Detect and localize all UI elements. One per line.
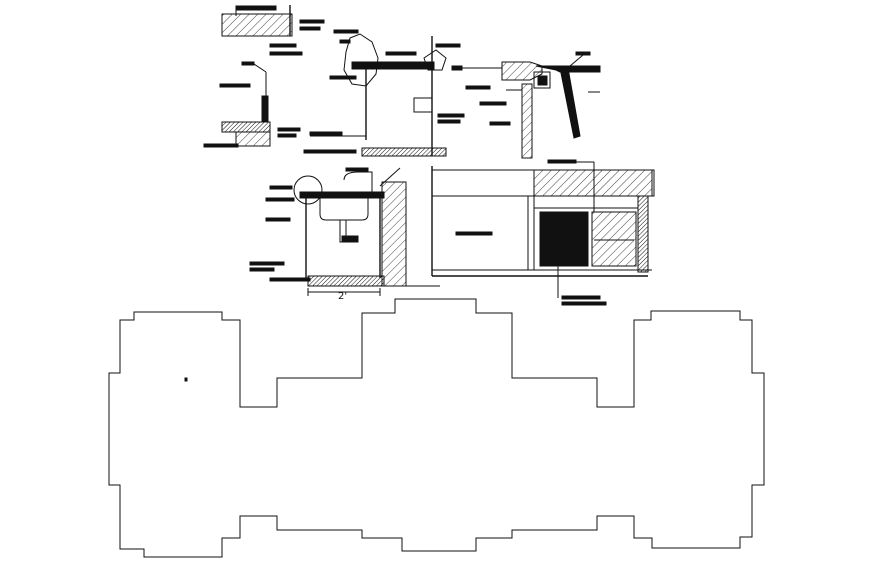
label-tag: [265, 217, 291, 222]
label-tag: [303, 149, 357, 154]
label-tag: [269, 43, 297, 48]
label-tag: [561, 301, 607, 306]
label-tag: [489, 121, 511, 126]
detail-cabinet-elevation: [431, 159, 655, 306]
label-tag: [547, 159, 577, 164]
building-outline-plan: [108, 298, 765, 558]
marker: [184, 377, 188, 382]
countertop-hatch: [533, 169, 653, 197]
label-tag: [329, 75, 357, 80]
plinth: [361, 147, 447, 157]
slab-section: [221, 13, 293, 37]
detail-sink-section: 2': [249, 167, 440, 302]
label-tag: [465, 85, 491, 90]
floor-base: [235, 131, 271, 147]
detail-counter-elevation: [303, 29, 465, 157]
label-tag: [345, 167, 369, 172]
label-tag: [339, 39, 351, 44]
edge-profile: [501, 61, 543, 81]
label-tag: [219, 83, 251, 88]
label-tag: [437, 119, 461, 124]
detail-counter-edge: [451, 51, 601, 159]
label-tag: [309, 131, 343, 136]
label-tag: [299, 26, 321, 31]
label-tag: [241, 61, 255, 66]
edge-insert: [537, 75, 548, 86]
label-tag: [299, 19, 325, 24]
label-tag: [249, 267, 275, 272]
label-tag: [575, 51, 591, 56]
wall-panel: [521, 83, 533, 159]
label-tag: [277, 127, 301, 132]
drawer-block-right: [591, 211, 637, 267]
label-tag: [451, 65, 463, 71]
label-tag: [269, 185, 293, 190]
label-tag: [265, 197, 295, 202]
dimension-label: 2': [338, 291, 347, 302]
label-tag: [561, 295, 601, 300]
building-outline: [108, 298, 765, 558]
detail-wall-section: [203, 5, 325, 148]
plinth: [307, 275, 385, 287]
label-tag: [479, 101, 507, 106]
bracket: [559, 67, 581, 139]
side-panel: [637, 195, 649, 273]
label-tag: [333, 29, 359, 34]
label-tag: [385, 51, 417, 56]
wall-core: [261, 95, 269, 123]
label-tag: [277, 133, 297, 138]
label-tag: [203, 143, 239, 148]
label-tag: [249, 261, 285, 266]
label-tag: [437, 113, 465, 118]
label-tag: [269, 277, 311, 282]
drawer-block-left: [539, 211, 589, 267]
floor-section: [221, 121, 271, 133]
label-tag: [455, 231, 493, 236]
counter-top: [351, 61, 435, 70]
back-wall: [381, 181, 407, 287]
label-tag: [269, 51, 303, 56]
sink-rim: [299, 191, 385, 199]
label-tag: [235, 5, 277, 11]
label-tag: [435, 43, 461, 48]
drain-pipe: [341, 235, 359, 243]
